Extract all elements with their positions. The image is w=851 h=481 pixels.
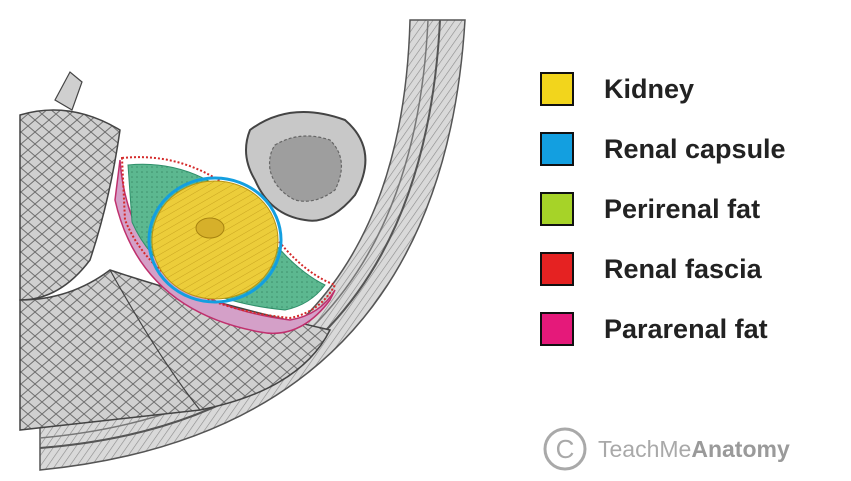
legend-swatch-perirenal-fat [540, 192, 574, 226]
kidney-cross-section-illustration [0, 0, 520, 481]
legend-label-kidney: Kidney [604, 72, 694, 106]
legend-swatch-renal-capsule [540, 132, 574, 166]
legend-item-kidney: Kidney [540, 68, 840, 128]
kidney [152, 181, 278, 299]
copyright-symbol: C [556, 434, 575, 464]
legend-swatch-kidney [540, 72, 574, 106]
legend-label-renal-fascia: Renal fascia [604, 252, 762, 286]
watermark-text: TeachMeAnatomy [598, 433, 790, 465]
legend: Kidney Renal capsule Perirenal fat Renal… [540, 68, 840, 368]
spinous-process [55, 72, 82, 110]
watermark-brand-regular: TeachMe [598, 436, 691, 462]
legend-item-renal-capsule: Renal capsule [540, 128, 840, 188]
watermark-brand-bold: Anatomy [691, 436, 789, 462]
copyright-logo-icon: C [542, 426, 588, 472]
legend-label-renal-capsule: Renal capsule [604, 132, 786, 166]
legend-item-perirenal-fat: Perirenal fat [540, 188, 840, 248]
legend-label-perirenal-fat: Perirenal fat [604, 192, 760, 226]
renal-pelvis [196, 218, 224, 238]
legend-swatch-pararenal-fat [540, 312, 574, 346]
legend-item-renal-fascia: Renal fascia [540, 248, 840, 308]
legend-item-pararenal-fat: Pararenal fat [540, 308, 840, 368]
legend-swatch-renal-fascia [540, 252, 574, 286]
vertebra [20, 110, 120, 300]
legend-label-pararenal-fat: Pararenal fat [604, 312, 768, 346]
teachmeanatomy-watermark: C TeachMeAnatomy [542, 426, 842, 476]
